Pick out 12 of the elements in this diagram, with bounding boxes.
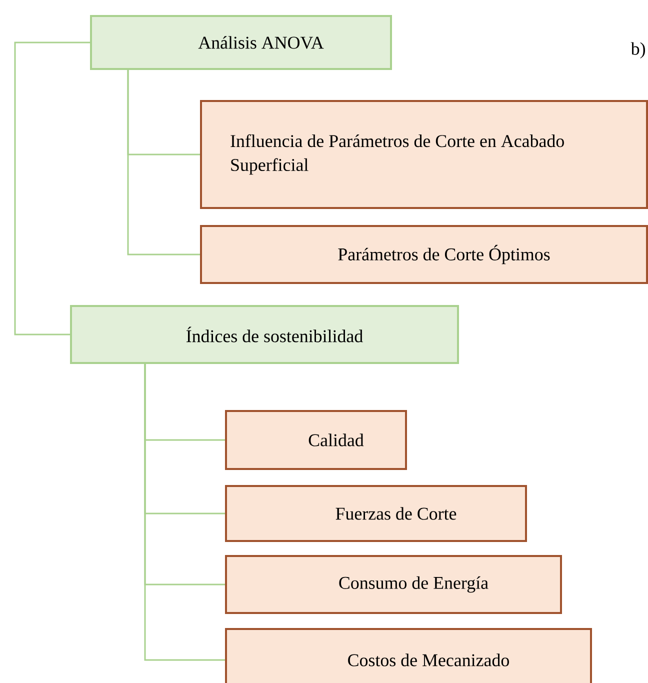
topic-box: Calidad <box>225 410 407 470</box>
connector-line <box>127 70 200 256</box>
heading-box: Análisis ANOVA <box>90 15 392 70</box>
connector-line <box>14 42 90 336</box>
topic-box: Costos de Mecanizado <box>225 628 592 683</box>
panel-label: b) <box>630 42 645 58</box>
topic-box: Fuerzas de Corte <box>225 485 527 542</box>
topic-box: Consumo de Energía <box>225 555 562 614</box>
heading-box: Índices de sostenibilidad <box>70 305 459 364</box>
connector-line <box>144 364 225 661</box>
topic-box: Parámetros de Corte Óptimos <box>200 225 648 284</box>
topic-box: Influencia de Parámetros de Corte en Acabado Superficial <box>200 100 648 209</box>
